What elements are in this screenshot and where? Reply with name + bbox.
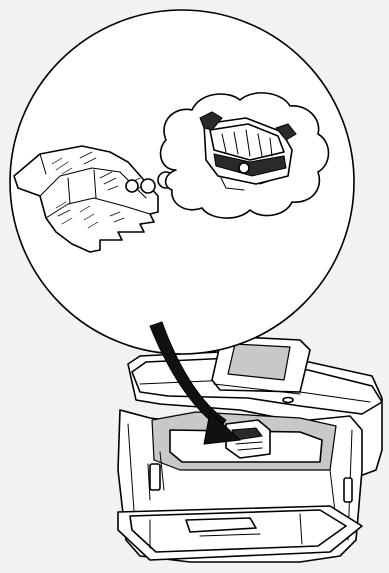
- print-head-nozzle: [239, 163, 249, 173]
- thought-dot-medium: [141, 179, 155, 193]
- printer-display: [228, 344, 290, 380]
- printer: [118, 336, 382, 562]
- right-side-slot: [344, 478, 352, 502]
- paper-output-tray: [118, 506, 362, 560]
- side-slot: [150, 464, 160, 490]
- power-button: [283, 398, 293, 403]
- thought-dot-small: [126, 180, 138, 192]
